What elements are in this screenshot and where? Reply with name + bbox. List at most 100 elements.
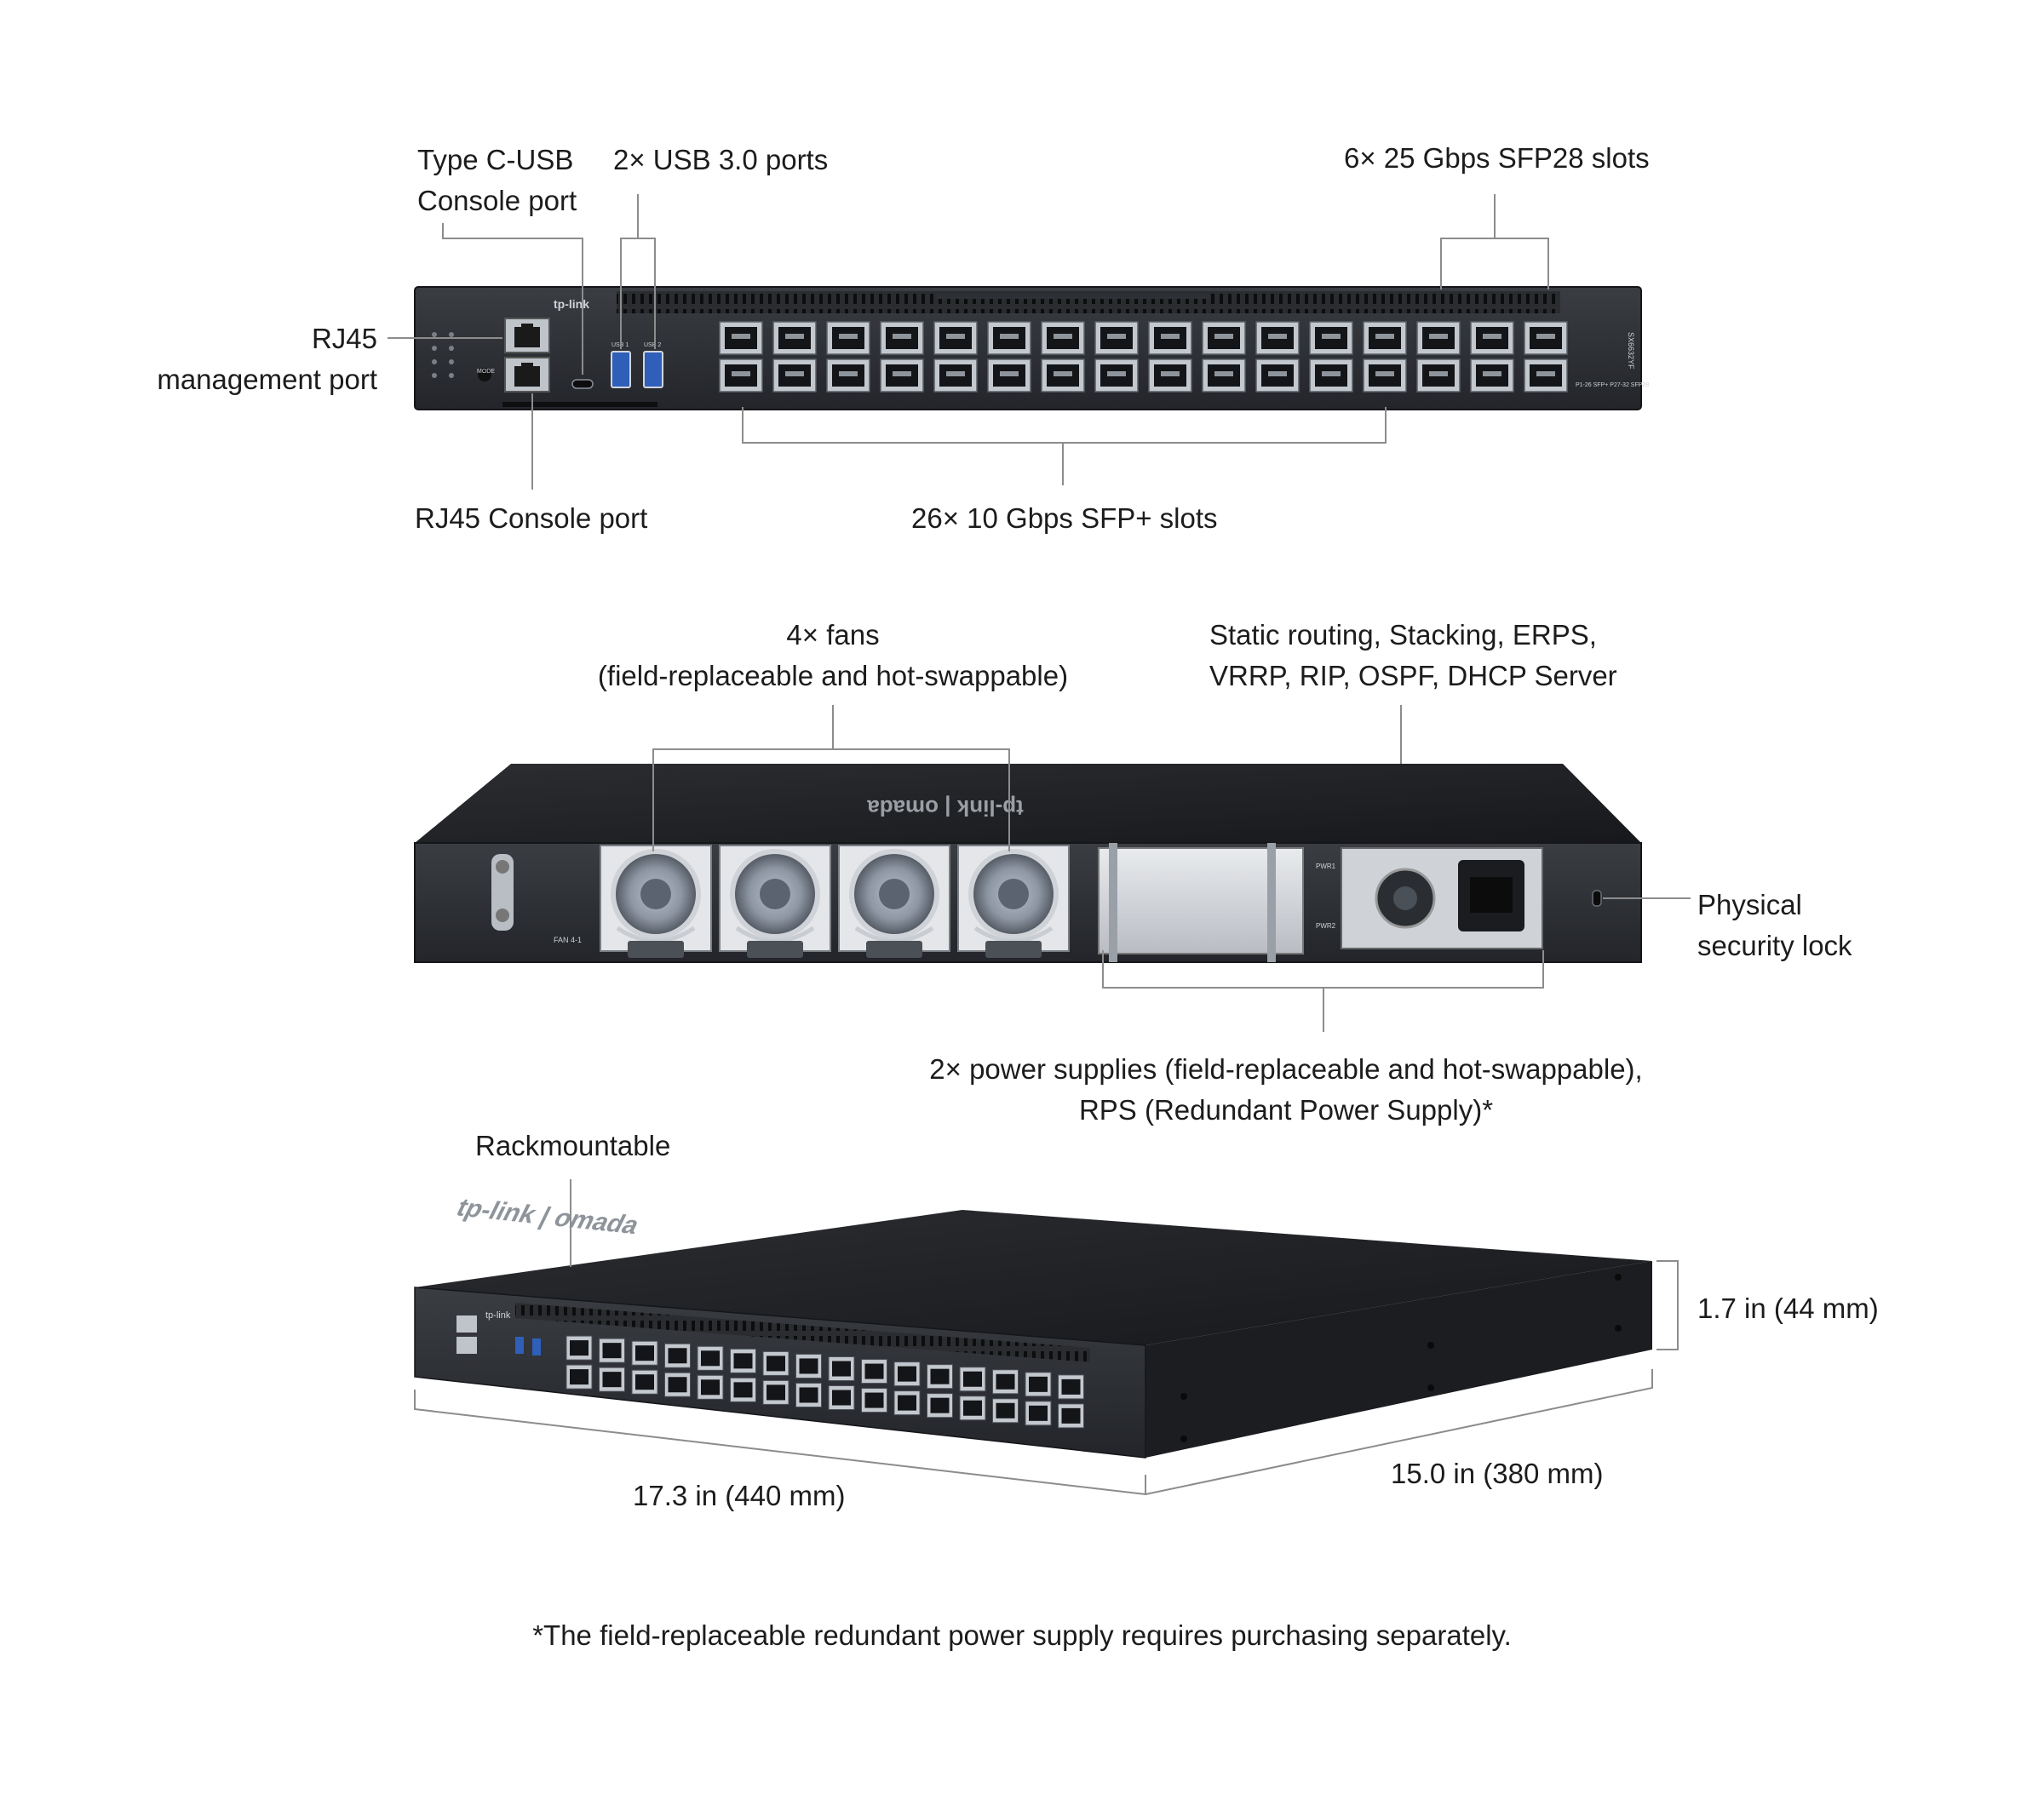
iso-sfp-cage	[893, 1361, 921, 1387]
rear-top-brand: tp-link | omada	[867, 795, 1024, 821]
label-software-features: Static routing, Stacking, ERPS, VRRP, RI…	[1209, 615, 1617, 696]
iso-sfp-cage	[631, 1340, 658, 1366]
sfp-cage	[1202, 358, 1246, 393]
label-software-line2: VRRP, RIP, OSPF, DHCP Server	[1209, 660, 1617, 691]
iso-sfp-cage	[1025, 1401, 1052, 1426]
label-rj45-mgmt-line2: management port	[157, 364, 377, 395]
iso-sfp-array	[566, 1335, 1084, 1429]
pwr1-text: PWR1	[1316, 863, 1336, 870]
usb-port-1	[611, 351, 631, 388]
iso-sfp-cage	[927, 1364, 953, 1390]
iso-mgmt-ports	[456, 1315, 541, 1356]
fan-module	[600, 845, 712, 958]
sfp-cage	[1470, 321, 1514, 355]
sfp-cage	[1309, 358, 1353, 393]
security-lock-slot	[1592, 890, 1602, 907]
iso-sfp-cage	[927, 1393, 953, 1419]
label-fans: 4× fans (field-replaceable and hot-swapp…	[586, 615, 1080, 696]
sfp-cage	[1041, 358, 1085, 393]
sfp-cage	[880, 358, 924, 393]
sfp-cage	[1416, 358, 1461, 393]
label-software-line1: Static routing, Stacking, ERPS,	[1209, 619, 1597, 651]
label-sfp-plus-slots: 26× 10 Gbps SFP+ slots	[911, 502, 1218, 534]
iso-sfp-cage	[795, 1353, 822, 1378]
sfp-cage	[1309, 321, 1353, 355]
iso-sfp-cage	[893, 1390, 921, 1416]
label-rj45-mgmt-line1: RJ45	[311, 323, 377, 354]
iso-sfp-cage	[762, 1379, 789, 1405]
sfp-cage	[1094, 321, 1139, 355]
label-depth: 15.0 in (380 mm)	[1391, 1458, 1604, 1489]
iso-sfp-cage	[992, 1369, 1019, 1395]
iso-sfp-cage	[992, 1398, 1019, 1424]
power-supply-module	[1341, 847, 1543, 949]
sfp-cage	[1255, 358, 1300, 393]
sfp-cage	[987, 321, 1031, 355]
sfp-cage	[1363, 358, 1407, 393]
sfp-cage	[1148, 358, 1192, 393]
iso-sfp-cage	[762, 1350, 789, 1376]
label-lock-line2: security lock	[1697, 930, 1852, 961]
iso-sfp-cage	[959, 1396, 986, 1421]
label-lock-line1: Physical	[1697, 889, 1802, 920]
mode-text: MODE	[477, 369, 495, 375]
label-power-line2: RPS (Redundant Power Supply)*	[1078, 1094, 1494, 1126]
label-type-c-console: Type C-USB Console port	[417, 140, 577, 221]
fan-module	[838, 845, 950, 958]
iso-sfp-cage	[599, 1367, 625, 1392]
label-width: 17.3 in (440 mm)	[633, 1480, 846, 1511]
iso-front-brand: tp-link	[485, 1310, 511, 1321]
iso-sfp-cage	[861, 1359, 887, 1384]
label-type-c-line2: Console port	[417, 185, 577, 216]
model-text: SX6632YF	[1627, 332, 1635, 370]
fan-modules	[600, 845, 1070, 958]
iso-sfp-cage	[566, 1364, 593, 1390]
label-type-c-line1: Type C-USB	[417, 144, 574, 175]
sfp-cage	[1470, 358, 1514, 393]
fan-module	[957, 845, 1070, 958]
iso-sfp-cage	[1025, 1372, 1052, 1397]
iso-sfp-cage	[959, 1367, 986, 1392]
usb-port-2	[643, 351, 663, 388]
sfp-cage	[719, 358, 763, 393]
port-ranges-text: P1-26 SFP+ P27-32 SFP28	[1576, 382, 1649, 388]
status-led-block	[432, 332, 491, 381]
label-fans-line2: (field-replaceable and hot-swappable)	[597, 660, 1069, 691]
iso-sfp-cage	[697, 1345, 724, 1371]
label-usb-ports: 2× USB 3.0 ports	[613, 144, 829, 175]
rear-panel: tp-link | omada FAN 4-1 PWR1 PWR2	[414, 764, 1642, 963]
sfp-cage	[933, 321, 978, 355]
iso-sfp-cage	[599, 1338, 625, 1363]
sfp-cage	[1416, 321, 1461, 355]
iso-sfp-cage	[795, 1382, 822, 1407]
sfp-cage-array	[719, 321, 1568, 393]
label-power-line1: 2× power supplies (field-replaceable and…	[929, 1053, 1643, 1085]
label-sfp28-slots: 6× 25 Gbps SFP28 slots	[1344, 142, 1650, 174]
usb2-text: USB 2	[644, 342, 661, 348]
sfp-cage	[826, 321, 870, 355]
sfp-cage	[1255, 321, 1300, 355]
sfp-cage	[987, 358, 1031, 393]
sfp-cage	[880, 321, 924, 355]
label-power-supplies: 2× power supplies (field-replaceable and…	[903, 1049, 1669, 1131]
label-rackmountable: Rackmountable	[475, 1130, 671, 1161]
label-rj45-mgmt: RJ45 management port	[157, 318, 377, 400]
sfp-cage	[772, 358, 817, 393]
sfp-cage	[1524, 321, 1568, 355]
label-security-lock: Physical security lock	[1697, 885, 1852, 966]
iso-sfp-cage	[566, 1335, 593, 1361]
front-brand-logo: tp-link	[554, 297, 589, 311]
iso-device: tp-link | omada tp-link	[414, 1193, 1652, 1459]
label-height: 1.7 in (44 mm)	[1697, 1292, 1879, 1324]
iso-sfp-cage	[828, 1356, 855, 1382]
sfp-cage	[1148, 321, 1192, 355]
sfp-cage	[1524, 358, 1568, 393]
iso-sfp-cage	[730, 1377, 756, 1402]
sfp-cage	[719, 321, 763, 355]
rj45-console-port	[504, 357, 550, 393]
sfp-cage	[1363, 321, 1407, 355]
sfp-cage	[1202, 321, 1246, 355]
iso-sfp-cage	[631, 1369, 658, 1395]
sfp-cage	[933, 358, 978, 393]
